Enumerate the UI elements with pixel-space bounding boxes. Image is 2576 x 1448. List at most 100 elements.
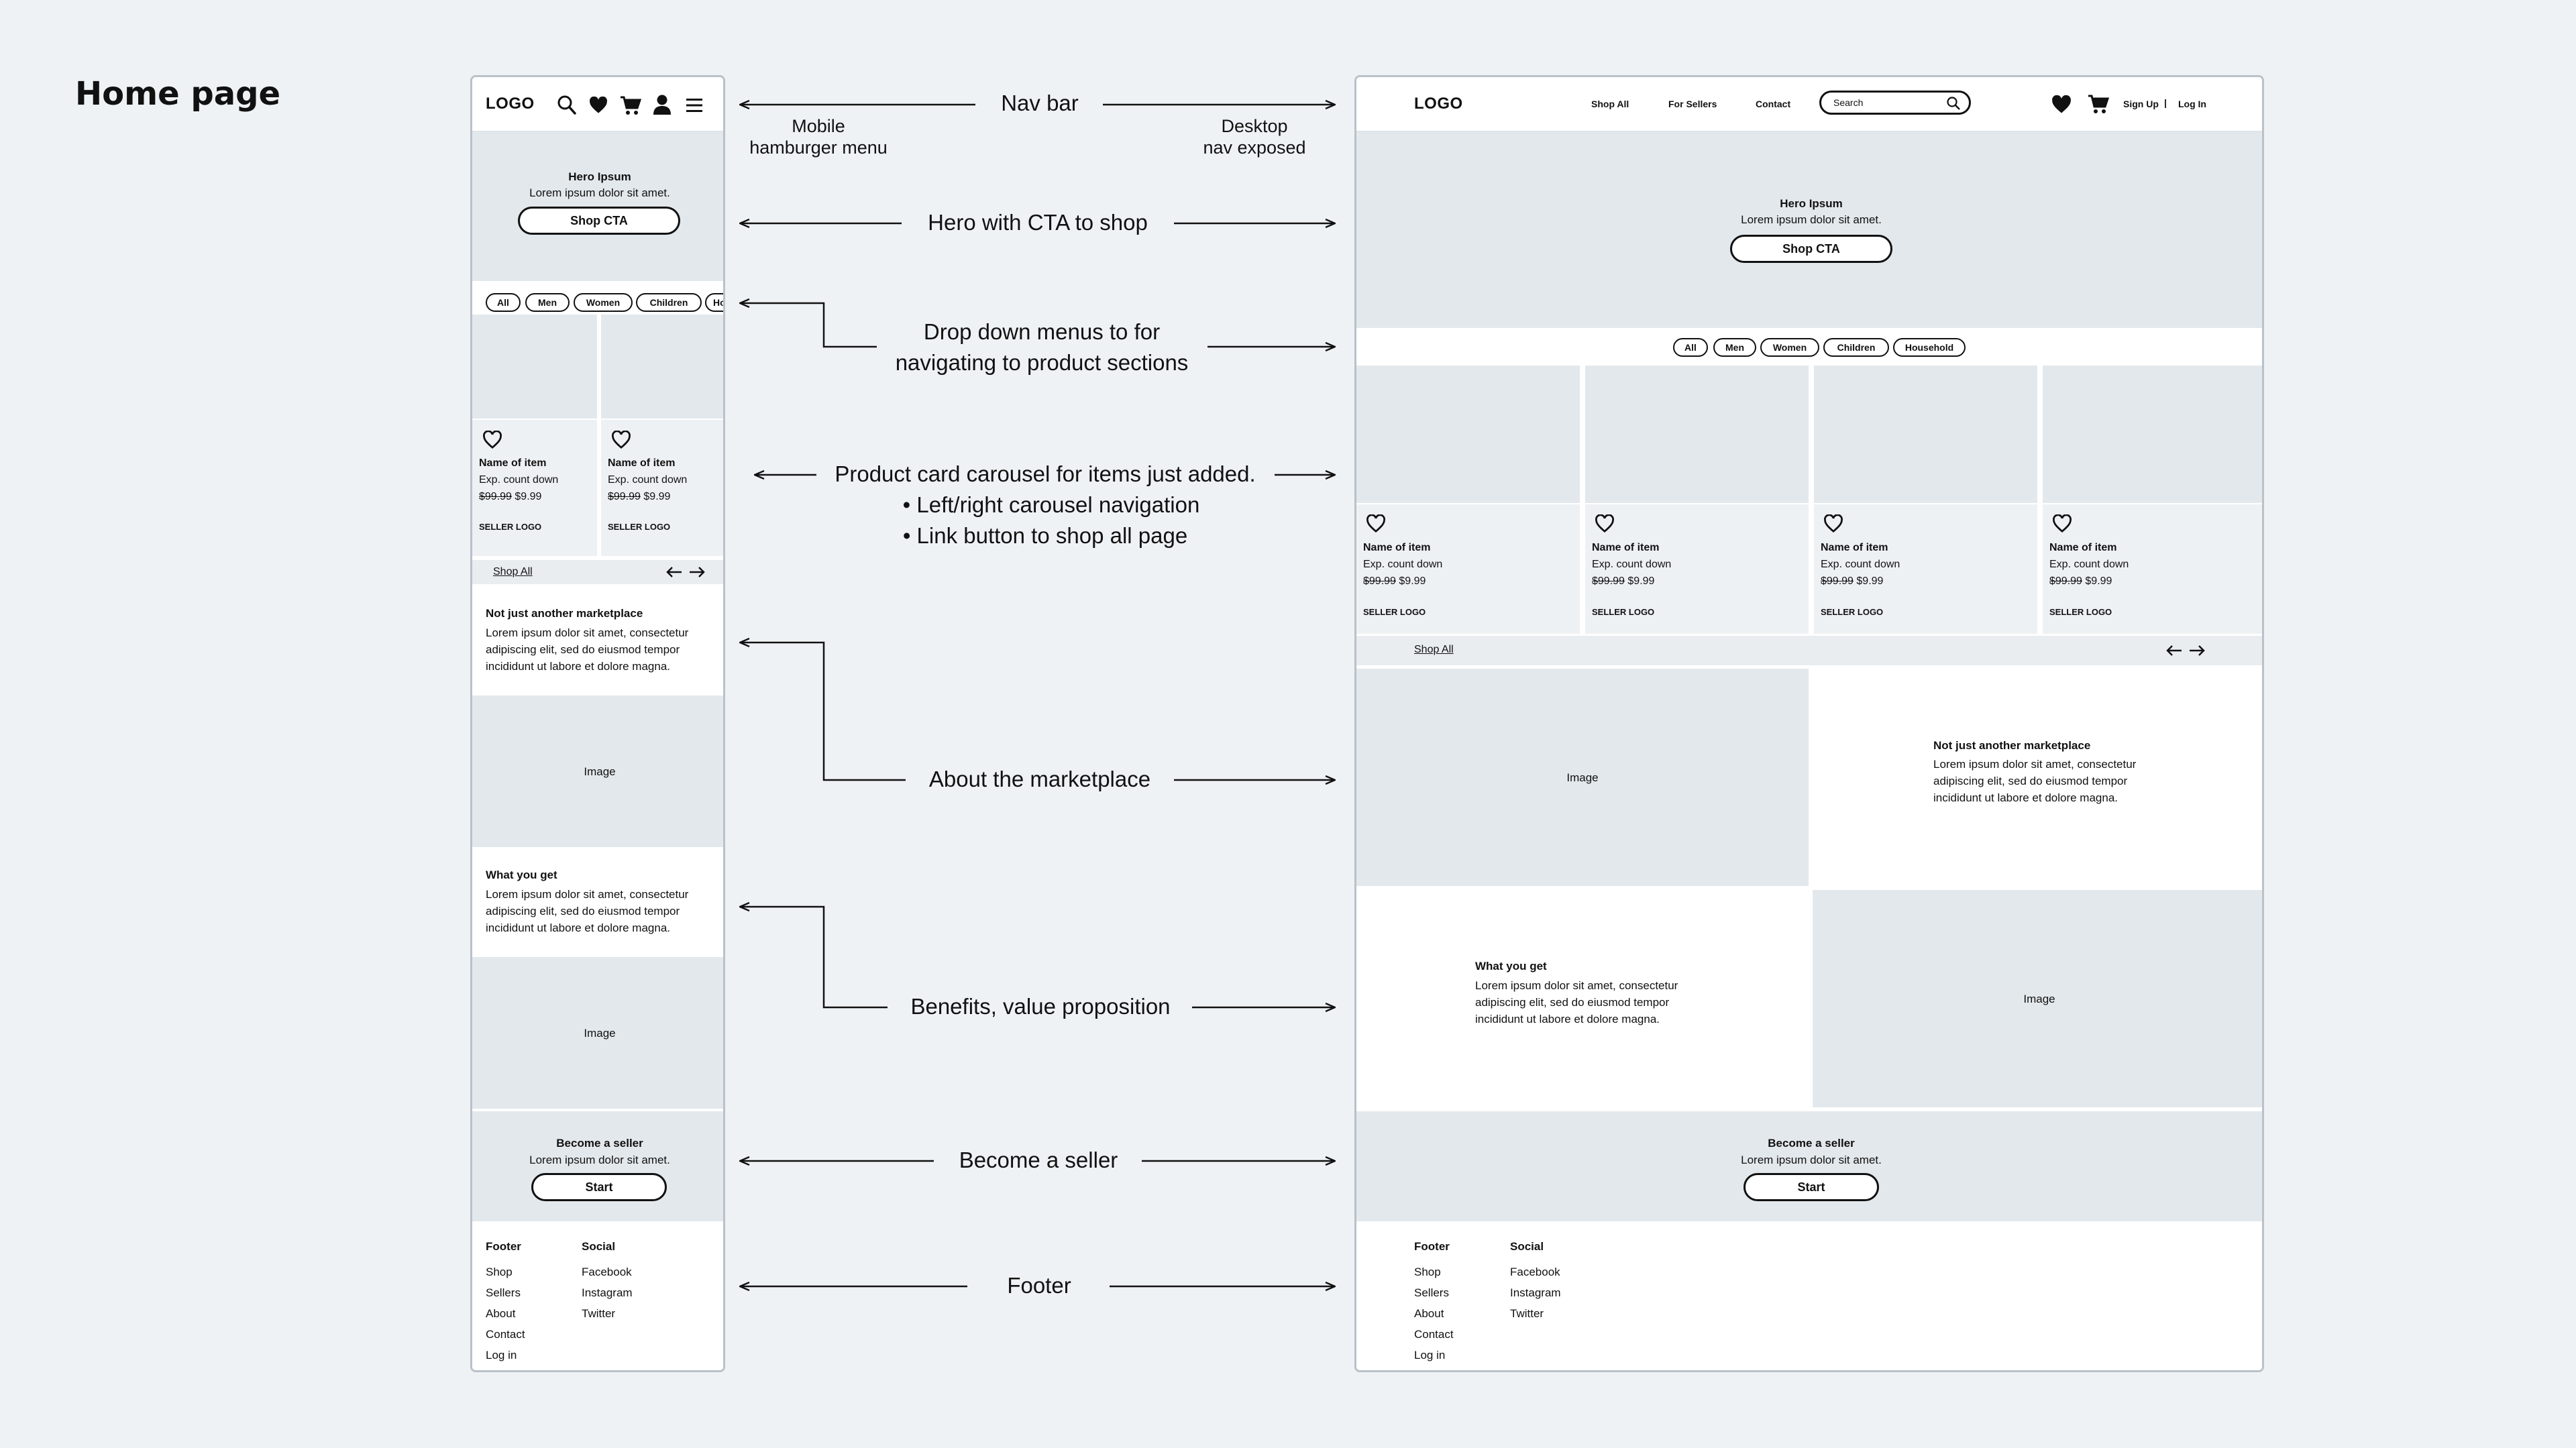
desktop-logo[interactable]: LOGO (1414, 95, 1463, 113)
desktop-wireframe: LOGO Shop All For Sellers Contact Search… (1354, 75, 2264, 1372)
social-link-facebook[interactable]: Facebook (582, 1266, 632, 1278)
arrow-right-icon[interactable] (688, 565, 706, 579)
desktop-about-image: Image (1356, 669, 1809, 886)
benefits-text: Lorem ipsum dolor sit amet, consectetur … (486, 888, 689, 934)
desktop-category-bar: All Men Women Children Household (1356, 328, 2262, 366)
footer-link-log-in[interactable]: Log in (1414, 1349, 1446, 1361)
arrow-left-icon[interactable] (2165, 644, 2183, 657)
mobile-become-seller-section: Become a seller Lorem ipsum dolor sit am… (472, 1111, 723, 1221)
annotation-hero: Hero with CTA to shop (928, 210, 1148, 235)
category-chip-women[interactable]: Women (574, 293, 633, 312)
footer-link-sellers[interactable]: Sellers (486, 1286, 521, 1299)
search-input[interactable]: Search (1819, 91, 1971, 115)
search-icon[interactable] (557, 95, 577, 116)
annotation-dropdown: Drop down menus to for navigating to pro… (880, 317, 1203, 378)
arrow-about-mobile (740, 643, 906, 781)
annotation-mobile-line-1: Mobile (792, 116, 845, 136)
heart-icon[interactable] (2051, 95, 2072, 114)
hero-title: Hero Ipsum (568, 170, 631, 183)
category-chip-women[interactable]: Women (1760, 338, 1819, 357)
cart-icon[interactable] (2088, 94, 2109, 114)
search-icon[interactable] (1946, 96, 1961, 111)
start-button[interactable]: Start (1743, 1173, 1879, 1201)
hero-shop-cta-button[interactable]: Shop CTA (1730, 235, 1892, 263)
cart-icon[interactable] (620, 95, 641, 115)
category-chip-men[interactable]: Men (1713, 338, 1756, 357)
social-link-instagram[interactable]: Instagram (582, 1286, 633, 1299)
product-countdown: Exp. count down (2049, 559, 2129, 570)
social-link-twitter[interactable]: Twitter (1510, 1307, 1544, 1320)
footer-link-contact[interactable]: Contact (486, 1328, 525, 1341)
mobile-nav-bar: LOGO (472, 77, 723, 132)
category-chip-all[interactable]: All (1673, 338, 1708, 357)
mobile-logo[interactable]: LOGO (486, 95, 535, 113)
benefits-title: What you get (486, 869, 557, 881)
seller-title: Become a seller (1768, 1137, 1855, 1150)
user-icon[interactable] (652, 94, 672, 115)
hamburger-icon[interactable] (686, 97, 703, 113)
category-chip-men[interactable]: Men (525, 293, 570, 312)
social-links: Facebook Instagram Twitter (1510, 1262, 1561, 1324)
footer-link-sellers[interactable]: Sellers (1414, 1286, 1449, 1299)
product-countdown: Exp. count down (479, 474, 559, 486)
desktop-benefits-section: What you get Lorem ipsum dolor sit amet,… (1356, 890, 1809, 1107)
shop-all-link[interactable]: Shop All (493, 566, 533, 577)
heart-outline-icon[interactable] (482, 431, 502, 449)
hero-shop-cta-button[interactable]: Shop CTA (518, 207, 680, 235)
category-chip-household[interactable]: Household (1893, 338, 1966, 357)
annotation-mobile-note: Mobile hamburger menu (738, 115, 899, 158)
product-name: Name of item (479, 457, 547, 469)
footer-heading: Footer (486, 1240, 521, 1253)
footer-link-contact[interactable]: Contact (1414, 1328, 1454, 1341)
sign-up-link[interactable]: Sign Up (2123, 99, 2159, 109)
search-placeholder: Search (1833, 97, 1864, 108)
annotation-dropdown-line-2: navigating to product sections (895, 350, 1189, 375)
benefits-title: What you get (1475, 960, 1547, 972)
nav-link-shop-all[interactable]: Shop All (1591, 99, 1629, 109)
nav-link-contact[interactable]: Contact (1756, 99, 1791, 109)
annotation-carousel-line-2: • Left/right carousel navigation (902, 492, 1200, 517)
mobile-about-section: Not just another marketplace Lorem ipsum… (472, 584, 723, 695)
desktop-benefits-image: Image (1813, 890, 2262, 1107)
heart-outline-icon[interactable] (1366, 514, 1386, 533)
new-price: $9.99 (1856, 575, 1884, 587)
footer-link-log-in[interactable]: Log in (486, 1349, 517, 1361)
category-chip-children[interactable]: Children (636, 293, 702, 312)
footer-link-about[interactable]: About (486, 1307, 516, 1320)
product-image (1585, 366, 1809, 503)
heart-outline-icon[interactable] (2052, 514, 2072, 533)
benefits-text: Lorem ipsum dolor sit amet, consectetur … (1475, 979, 1678, 1025)
log-in-link[interactable]: Log In (2178, 99, 2206, 109)
annotation-footer: Footer (1007, 1273, 1071, 1298)
category-chip-children[interactable]: Children (1823, 338, 1889, 357)
arrow-left-icon[interactable] (665, 565, 683, 579)
start-button[interactable]: Start (531, 1173, 667, 1201)
category-chip-household[interactable]: Ho (705, 293, 723, 312)
nav-link-for-sellers[interactable]: For Sellers (1668, 99, 1717, 109)
category-chip-all[interactable]: All (486, 293, 521, 312)
footer-link-shop[interactable]: Shop (486, 1266, 513, 1278)
heart-icon[interactable] (589, 97, 608, 114)
old-price: $99.99 (1363, 575, 1396, 587)
about-text: Lorem ipsum dolor sit amet, consectetur … (1933, 758, 2137, 804)
old-price: $99.99 (1821, 575, 1854, 587)
social-link-twitter[interactable]: Twitter (582, 1307, 616, 1320)
shop-all-link[interactable]: Shop All (1414, 644, 1454, 655)
product-card[interactable]: Name of item Exp. count down $99.99 $9.9… (601, 315, 723, 556)
footer-link-shop[interactable]: Shop (1414, 1266, 1441, 1278)
footer-link-about[interactable]: About (1414, 1307, 1444, 1320)
heart-outline-icon[interactable] (1595, 514, 1615, 533)
product-card[interactable]: Name of item Exp. count down $99.99 $9.9… (472, 315, 597, 556)
product-countdown: Exp. count down (1821, 559, 1900, 570)
arrow-right-icon[interactable] (2188, 644, 2206, 657)
heart-outline-icon[interactable] (611, 431, 631, 449)
product-info: Name of item Exp. count down $99.99 $9.9… (601, 420, 723, 556)
social-link-instagram[interactable]: Instagram (1510, 1286, 1561, 1299)
heart-outline-icon[interactable] (1823, 514, 1843, 533)
social-link-facebook[interactable]: Facebook (1510, 1266, 1560, 1278)
